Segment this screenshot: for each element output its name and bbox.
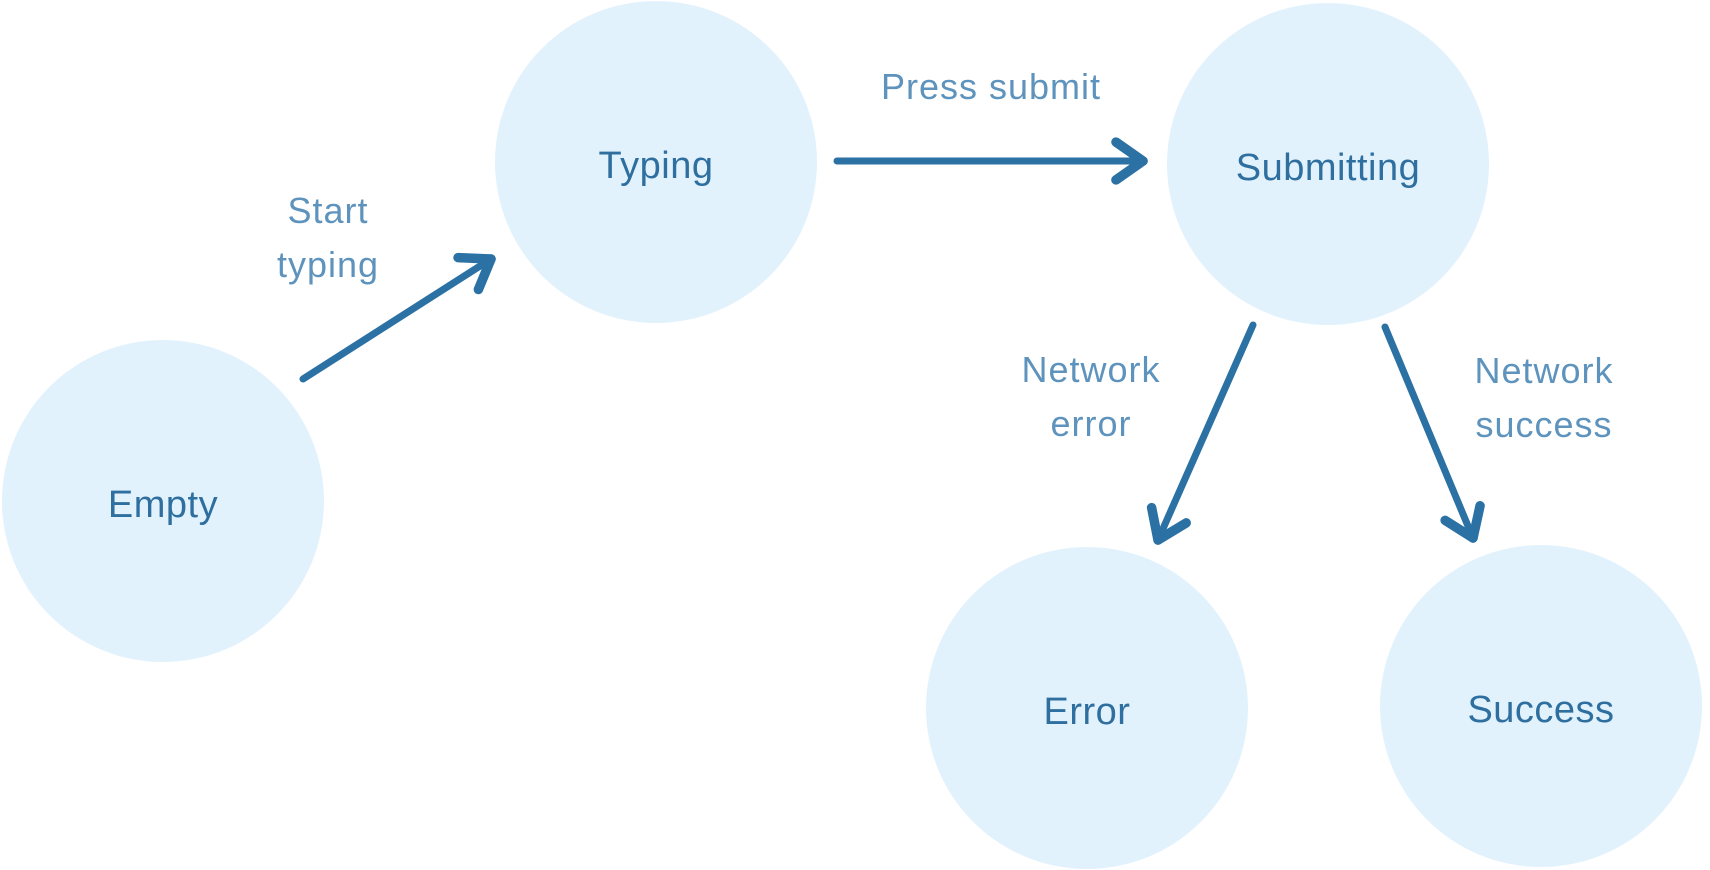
edge-label-start-typing-line-2: typing [276,244,380,285]
edge-label-network-success: Network success [1474,344,1613,452]
state-node-empty-label: Empty [107,483,219,526]
state-node-submitting: Submitting [1167,3,1489,325]
state-node-error: Error [926,547,1248,869]
edge-label-press-submit-line-1: Press submit [880,66,1102,107]
state-node-typing-label: Typing [598,144,714,187]
state-node-success: Success [1380,545,1702,867]
edge-label-network-success-line-2: success [1475,404,1613,445]
edge-label-network-error-line-2: error [1050,403,1132,444]
edge-label-start-typing-line-1: Start [287,190,369,231]
state-node-submitting-label: Submitting [1235,146,1421,189]
edge-label-start-typing: Start typing [277,184,379,292]
edge-label-press-submit: Press submit [881,60,1101,114]
edge-label-network-error: Network error [1021,343,1160,451]
state-node-success-label: Success [1467,688,1615,731]
edge-label-network-success-line-1: Network [1474,350,1614,391]
state-node-error-label: Error [1043,690,1131,733]
state-node-typing: Typing [495,1,817,323]
state-node-empty: Empty [2,340,324,662]
edge-label-network-error-line-1: Network [1021,349,1161,390]
